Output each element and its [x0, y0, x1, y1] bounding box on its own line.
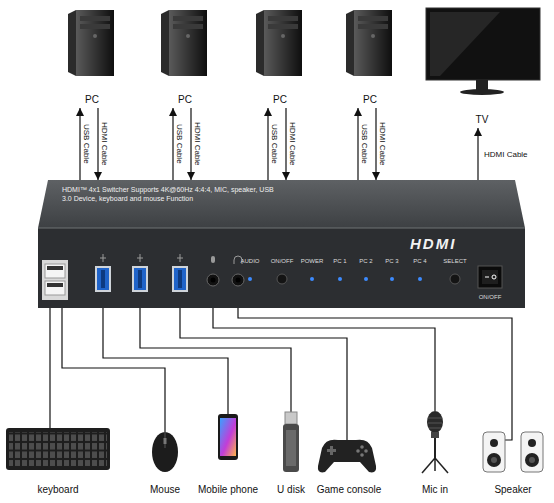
tv-node: TV [418, 4, 546, 128]
pc-node: PC [153, 4, 217, 108]
phone-icon [218, 410, 238, 460]
node-label: TV [476, 114, 489, 126]
cable-connector [190, 108, 191, 180]
cable-connector [238, 308, 512, 420]
port-label: POWER [301, 258, 324, 265]
node-label: Speaker [494, 484, 531, 496]
usb-a-ports [42, 260, 68, 300]
cable-connector [375, 108, 376, 180]
device-node: U disk [268, 405, 314, 498]
port-label: PC 3 [385, 258, 398, 265]
keyboard-icon [6, 420, 110, 470]
product-description: HDMI™ 4x1 Switcher Supports 4K@60Hz 4:4:… [62, 185, 277, 203]
cable-connector [285, 108, 286, 180]
cable-connector [477, 128, 478, 180]
port-label: PC 4 [413, 258, 426, 265]
usb3-port [132, 254, 148, 292]
cable-label: HDMI Cable [484, 150, 528, 159]
cable-label: USB Cable [360, 124, 369, 164]
cable-label: HDMI Cable [378, 122, 387, 166]
cable-connector [62, 308, 165, 420]
cable-label: HDMI Cable [288, 122, 297, 166]
node-label: PC [273, 94, 287, 106]
usb3-port [172, 254, 188, 292]
switch-box: HDMI™ 4x1 Switcher Supports 4K@60Hz 4:4:… [38, 180, 525, 308]
device-node: Mobile phone [196, 410, 260, 498]
cable-connector [213, 308, 435, 405]
device-node: Game console [314, 420, 384, 498]
pc-tower-icon [68, 10, 114, 76]
pc-node: PC [60, 4, 124, 108]
cable-label: USB Cable [270, 124, 279, 164]
port-label: PC 2 [359, 258, 372, 265]
status-led [310, 277, 314, 281]
pc-tower-icon [161, 10, 207, 76]
cable-connector [140, 308, 291, 405]
node-label: PC [85, 94, 99, 106]
port-label: SELECT [443, 258, 466, 265]
device-node: Mic in [410, 405, 460, 498]
cable-connector [79, 108, 80, 180]
pc-tower-icon [346, 10, 392, 76]
node-label: Mouse [150, 484, 180, 496]
node-label: PC [178, 94, 192, 106]
u-disk-icon [283, 405, 299, 472]
cable-connector [180, 308, 347, 420]
device-node: Mouse [145, 420, 185, 498]
pc-tower-icon [256, 10, 302, 76]
port-label: AUDIO [240, 258, 259, 265]
port-label: ON/OFF [271, 258, 294, 265]
speaker-icon [483, 420, 543, 472]
push-button [450, 274, 460, 284]
cable-connector [267, 108, 268, 180]
push-button [277, 274, 287, 284]
hdmi-logo: HDMI [410, 235, 456, 253]
switch-front-face [38, 228, 525, 308]
port-label: ON/OFF [479, 294, 502, 301]
status-led [390, 277, 394, 281]
port-label: PC 1 [333, 258, 346, 265]
pc-node: PC [248, 4, 312, 108]
device-node: Speaker [478, 420, 548, 498]
node-label: PC [363, 94, 377, 106]
status-led [338, 277, 342, 281]
microphone-icon [422, 405, 448, 473]
status-led [364, 277, 368, 281]
pc-node: PC [338, 4, 402, 108]
node-label: Mobile phone [198, 484, 258, 496]
node-label: keyboard [37, 484, 78, 496]
rocker-switch [478, 266, 502, 288]
cable-label: USB Cable [82, 124, 91, 164]
cable-label: HDMI Cable [193, 122, 202, 166]
cable-connector [97, 108, 98, 180]
cable-connector [357, 108, 358, 180]
node-label: U disk [277, 484, 305, 496]
switch-top-face [38, 180, 525, 228]
device-node: keyboard [4, 420, 112, 498]
cable-connector [172, 108, 173, 180]
node-label: Game console [317, 484, 381, 496]
cable-connector [103, 308, 228, 410]
cable-connector [49, 308, 50, 420]
mouse-icon [152, 420, 178, 472]
usb3-port [95, 254, 111, 292]
status-led [418, 277, 422, 281]
tv-icon [426, 8, 540, 95]
game-controller-icon [318, 420, 376, 472]
audio-jack [207, 256, 219, 286]
node-label: Mic in [422, 484, 448, 496]
cable-label: USB Cable [175, 124, 184, 164]
cable-label: HDMI Cable [100, 122, 109, 166]
status-led [248, 277, 252, 281]
